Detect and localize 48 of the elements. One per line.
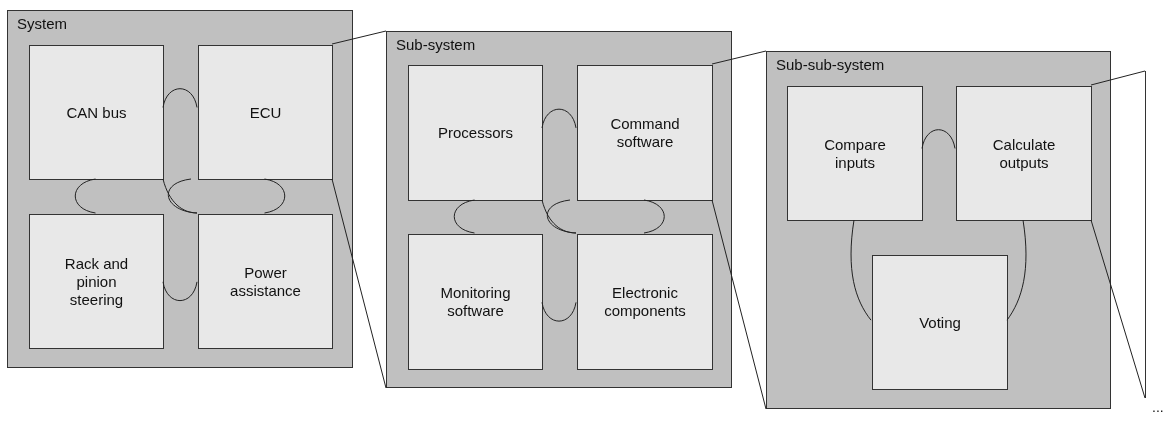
connector-arc — [850, 219, 872, 321]
box-label: Command software — [609, 115, 681, 151]
connector-arc — [167, 178, 286, 214]
connector-arc — [541, 301, 577, 322]
connector-arc — [74, 178, 96, 214]
component-box — [577, 234, 713, 370]
zoom-line — [1090, 219, 1146, 399]
box-label: ECU — [248, 103, 283, 122]
zoom-line — [711, 199, 767, 410]
component-box — [408, 234, 543, 370]
component-box — [29, 214, 164, 349]
component-box — [198, 214, 333, 349]
box-label: Calculate outputs — [991, 135, 1057, 172]
connector-arc — [541, 108, 577, 129]
component-box — [198, 45, 333, 180]
component-box — [29, 45, 164, 180]
system-panel — [766, 51, 1111, 409]
connector-arc — [541, 199, 577, 234]
zoom-line — [331, 178, 387, 389]
component-box — [408, 65, 543, 201]
box-label: Processors — [437, 124, 514, 142]
box-label: Power assistance — [229, 263, 302, 300]
panel-title: System — [17, 15, 67, 32]
system-panel — [386, 31, 732, 388]
panel-title: Sub-sub-system — [776, 56, 885, 73]
connector-arc — [453, 199, 475, 234]
panel-title: Sub-system — [396, 36, 476, 53]
connector-arc — [162, 281, 198, 302]
connector-arc — [162, 88, 198, 108]
system-panel — [7, 10, 353, 368]
ellipsis-note: ... — [1152, 399, 1164, 415]
component-box — [872, 255, 1008, 390]
component-box — [577, 65, 713, 201]
box-label: Voting — [918, 313, 962, 332]
box-label: Monitoring software — [439, 284, 512, 320]
connector-arc — [921, 129, 956, 149]
connector-arc — [162, 178, 198, 214]
box-label: Rack and pinion steering — [63, 254, 130, 309]
box-label: Electronic components — [603, 284, 687, 320]
box-label: Compare inputs — [823, 135, 887, 172]
component-box — [787, 86, 923, 221]
zoom-line — [711, 50, 767, 65]
connector-arc — [1006, 219, 1027, 321]
zoom-line — [331, 30, 387, 45]
zoom-line — [1090, 70, 1146, 86]
connector-arc — [546, 199, 665, 234]
box-label: CAN bus — [65, 103, 128, 122]
component-box — [956, 86, 1092, 221]
